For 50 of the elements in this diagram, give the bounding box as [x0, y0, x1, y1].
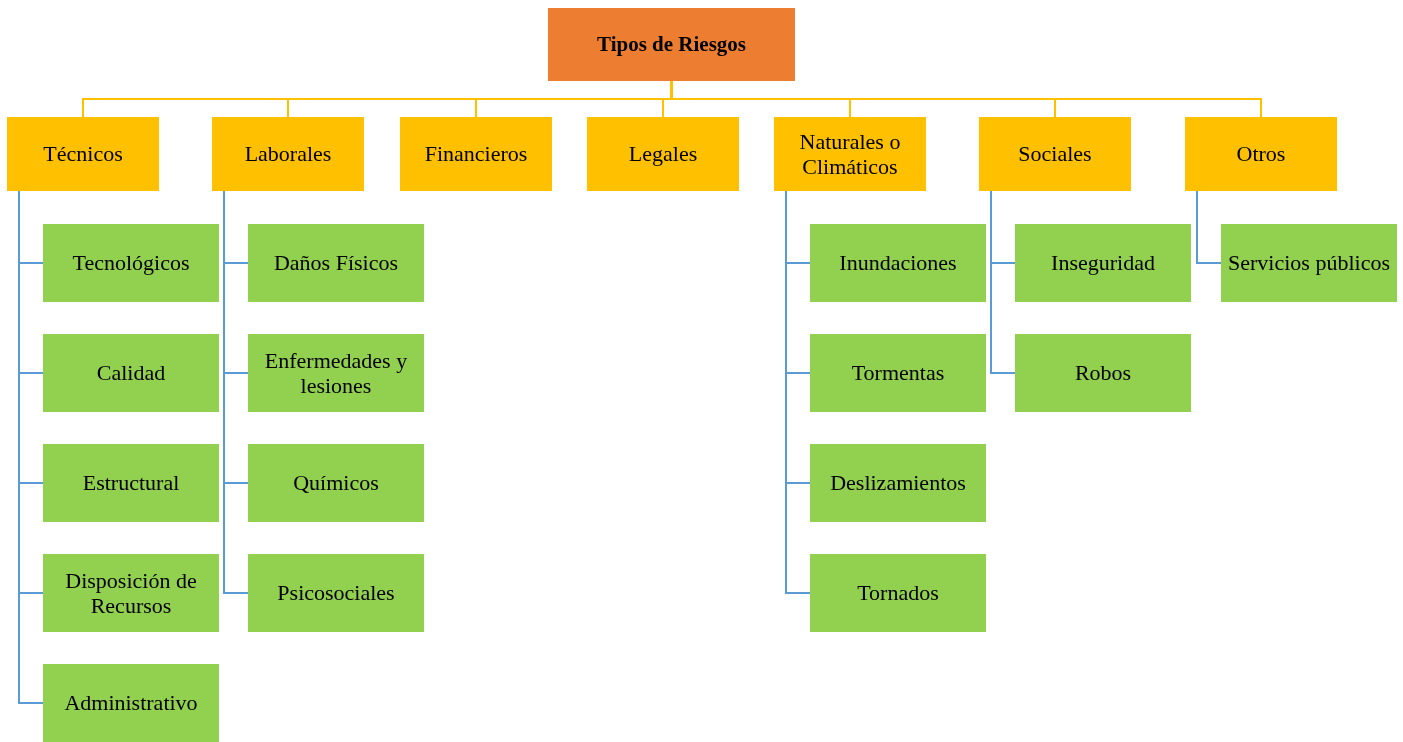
subcategory-box [810, 554, 986, 632]
node-label: Legales [628, 141, 698, 167]
subcategory-box [43, 334, 219, 412]
node-label: Administrativo [64, 690, 198, 716]
node-label: Tecnológicos [72, 250, 190, 276]
subcategory-box [810, 334, 986, 412]
node-label: Técnicos [43, 141, 123, 167]
root-box [548, 8, 795, 81]
subcategory-box [43, 224, 219, 302]
connector-line [990, 190, 1016, 374]
node-label: Financieros [424, 141, 528, 167]
node-label: Inundaciones [839, 250, 957, 276]
node-label: Servicios públicos [1228, 250, 1390, 276]
subcategory-box [248, 554, 424, 632]
node-label: Estructural [82, 470, 180, 496]
node-label: Otros [1236, 141, 1286, 167]
node-label: Psicosociales [277, 580, 395, 606]
subcategory-box [1221, 224, 1397, 302]
subcategory-box [248, 224, 424, 302]
subcategory-box [43, 664, 219, 742]
subcategory-box [810, 224, 986, 302]
category-box [774, 117, 926, 191]
node-label: Químicos [293, 470, 379, 496]
node-label: Calidad [96, 360, 166, 386]
node-label: Enfermedades y lesiones [263, 347, 409, 399]
subcategory-box [43, 444, 219, 522]
connector-line [1196, 190, 1222, 264]
node-label: Inseguridad [1051, 250, 1155, 276]
category-box [400, 117, 552, 191]
category-box [1185, 117, 1337, 191]
subcategory-box [810, 444, 986, 522]
category-box [212, 117, 364, 191]
subcategory-box [1015, 224, 1191, 302]
node-label: Sociales [1018, 141, 1092, 167]
node-label: Laborales [244, 141, 332, 167]
node-label: Tornados [857, 580, 939, 606]
subcategory-box [248, 444, 424, 522]
category-box [979, 117, 1131, 191]
node-label: Tipos de Riesgos [597, 32, 746, 57]
node-label: Tormentas [851, 360, 945, 386]
subcategory-box [248, 334, 424, 412]
node-label: Deslizamientos [830, 470, 966, 496]
node-label: Robos [1074, 360, 1132, 386]
node-label: Daños Físicos [273, 250, 399, 276]
subcategory-box [43, 554, 219, 632]
category-box [587, 117, 739, 191]
subcategory-box [1015, 334, 1191, 412]
node-label: Naturales o Climáticos [798, 128, 902, 180]
node-label: Disposición de Recursos [64, 567, 198, 619]
category-box [7, 117, 159, 191]
